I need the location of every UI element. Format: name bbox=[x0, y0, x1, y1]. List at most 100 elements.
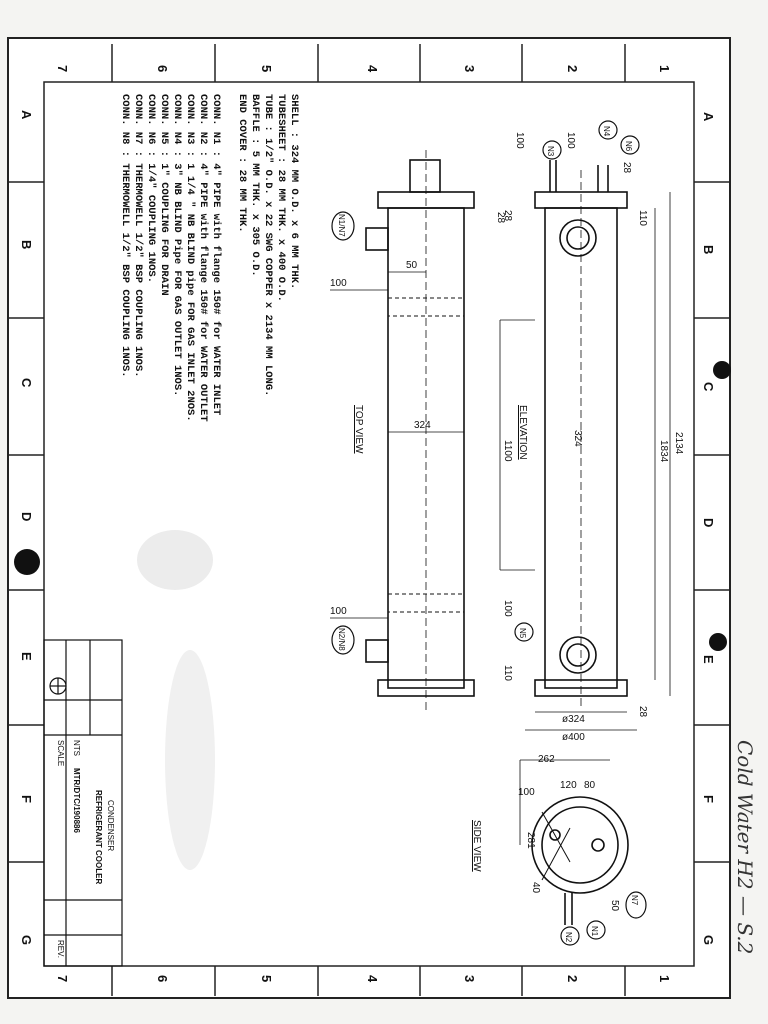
spec-line: CONN. N2 : 4" PIPE with flange 150# for … bbox=[197, 94, 209, 422]
col-label-bottom: 2 bbox=[565, 975, 580, 982]
col-label-bottom: 3 bbox=[462, 975, 477, 982]
dim-120: 120 bbox=[560, 780, 577, 791]
col-label-top: 6 bbox=[155, 65, 170, 72]
row-label-left: C bbox=[19, 378, 34, 388]
dim-100-elev-c: 100 bbox=[502, 600, 513, 617]
bubble-n6 bbox=[620, 135, 640, 155]
spec-line: TUBESHEET : 28 MM THK. x 400 O.D. bbox=[275, 94, 287, 302]
top-end-nozzle bbox=[409, 159, 441, 193]
row-label-left: G bbox=[19, 935, 34, 945]
side-flange-outer bbox=[531, 796, 629, 894]
title-block bbox=[43, 639, 123, 967]
dim-262: 262 bbox=[538, 754, 555, 765]
label-elevation: ELEVATION bbox=[517, 405, 528, 460]
scan-smudge bbox=[137, 530, 213, 590]
elevation-view bbox=[499, 160, 671, 731]
top-view bbox=[330, 150, 475, 710]
row-label-left: F bbox=[19, 795, 34, 803]
col-label-top: 1 bbox=[657, 65, 672, 72]
title-block-dwg-no: MTR/DTC/190886 bbox=[72, 768, 81, 833]
col-label-bottom: 7 bbox=[55, 975, 70, 982]
bubble-n3 bbox=[542, 140, 562, 160]
spec-line: CONN. N6 : 1/4" COUPLING 1NOS. bbox=[145, 94, 157, 283]
top-nozzle-n1 bbox=[365, 227, 389, 251]
label-top-view: TOP VIEW bbox=[353, 405, 364, 454]
nozzle-label-n3: N3 bbox=[546, 146, 555, 157]
row-label-right: C bbox=[701, 382, 716, 392]
spec-line: CONN. N5 : 1" COUPLING FOR DRAIN bbox=[158, 94, 170, 296]
spec-line: CONN. N1 : 4" PIPE with flange 150# for … bbox=[210, 94, 222, 415]
dim-281: 281 bbox=[525, 832, 536, 849]
col-label-top: 2 bbox=[565, 65, 580, 72]
dim-100-top-a: 100 bbox=[330, 278, 347, 289]
row-label-left: E bbox=[19, 652, 34, 661]
nozzle-bottom-circle bbox=[559, 636, 597, 674]
hole-punch-mark bbox=[709, 633, 727, 651]
spec-line: SHELL : 324 MM O.D. x 6 MM THK. bbox=[288, 94, 300, 289]
specification-notes: SHELL : 324 MM O.D. x 6 MM THK. TUBESHEE… bbox=[119, 94, 300, 422]
bubble-n1n7 bbox=[331, 211, 355, 241]
hole-punch-mark bbox=[14, 549, 40, 575]
title-block-rev: REV. bbox=[56, 940, 65, 958]
col-label-bottom: 4 bbox=[365, 975, 380, 983]
scan-smudge bbox=[165, 650, 215, 870]
title-block-subtitle: CONDENSER bbox=[106, 800, 115, 851]
nozzle-label-n4: N4 bbox=[602, 126, 611, 137]
title-block-title: REFRIGERANT COOLER bbox=[94, 790, 103, 884]
nozzle-label-n1-side: N1 bbox=[590, 926, 599, 937]
bubble-n2n8 bbox=[331, 625, 355, 655]
side-shell bbox=[541, 806, 619, 884]
label-side-view: SIDE VIEW bbox=[471, 820, 482, 872]
baffle-top bbox=[387, 297, 465, 317]
spec-line: CONN. N3 : 1 1/4 " NB BLIND pipe FOR GAS… bbox=[184, 94, 196, 422]
dim-28-top: 28 bbox=[495, 212, 506, 224]
dim-80: 80 bbox=[584, 780, 596, 791]
spec-line: TUBE : 1/2" O.D. x 22 SWG COPPER x 2134 … bbox=[262, 94, 274, 396]
title-block-nts: NTS bbox=[72, 740, 81, 756]
top-nozzle-n2 bbox=[365, 639, 389, 663]
side-view bbox=[519, 759, 629, 925]
row-label-right: E bbox=[701, 655, 716, 664]
outer-frame bbox=[7, 37, 731, 999]
handwritten-note: Cold Water H2 — S.2 bbox=[733, 740, 757, 954]
bubble-n5 bbox=[514, 622, 534, 642]
row-label-right: G bbox=[701, 935, 716, 945]
title-block-scale: SCALE bbox=[56, 740, 65, 766]
row-label-left: A bbox=[19, 110, 34, 120]
grid-column-ticks bbox=[8, 44, 730, 996]
dim-100-top-b: 100 bbox=[330, 606, 347, 617]
spec-line: CONN. N4 : 3" NB BLIND Pipe FOR GAS OUTL… bbox=[171, 94, 183, 396]
nozzle-n3-top bbox=[559, 219, 597, 257]
dim-324-elev: 324 bbox=[572, 430, 583, 447]
row-label-right: B bbox=[701, 245, 716, 254]
dim-324-top: 324 bbox=[414, 420, 431, 431]
col-label-bottom: 1 bbox=[657, 975, 672, 982]
col-label-top: 4 bbox=[365, 65, 380, 73]
dim-2134: 2134 bbox=[673, 432, 684, 455]
row-label-left: B bbox=[19, 240, 34, 249]
dim-50-side: 50 bbox=[609, 900, 620, 912]
dim-50-top: 50 bbox=[406, 260, 418, 271]
row-label-left: D bbox=[19, 512, 34, 521]
dim-1834: 1834 bbox=[658, 440, 669, 463]
dim-1100: 1100 bbox=[502, 440, 513, 462]
col-label-top: 7 bbox=[55, 65, 70, 72]
dim-phi400: ø400 bbox=[562, 732, 585, 743]
col-label-bottom: 5 bbox=[259, 975, 274, 982]
bubble-n2-side bbox=[560, 926, 580, 946]
nozzle-label-n2-side: N2 bbox=[564, 932, 573, 943]
hole-punch-mark bbox=[713, 361, 731, 379]
col-label-top: 3 bbox=[462, 65, 477, 72]
row-label-right: A bbox=[701, 112, 716, 122]
spec-line: CONN. N8 : THERMOWELL 1/2" BSP COUPLING … bbox=[119, 94, 131, 378]
dim-28-elev-c: 28 bbox=[637, 706, 648, 718]
spec-line: CONN. N7 : THERMOWELL 1/2" BSP COUPLING … bbox=[132, 94, 144, 378]
col-label-top: 5 bbox=[259, 65, 274, 72]
dim-110-elev-b: 110 bbox=[502, 665, 513, 681]
dim-40-side: 40 bbox=[530, 882, 541, 894]
dim-110-elev-a: 110 bbox=[637, 210, 648, 226]
dim-100-elev-b: 100 bbox=[565, 132, 576, 149]
dim-100-side: 100 bbox=[518, 787, 535, 798]
nozzle-label-n7-side: N7 bbox=[630, 895, 639, 906]
